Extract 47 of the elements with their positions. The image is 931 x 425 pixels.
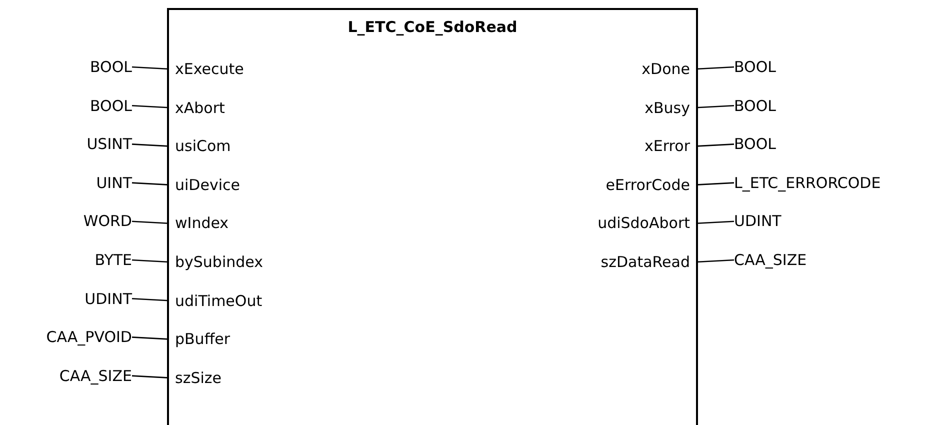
connector-line <box>132 182 170 186</box>
connector-line <box>132 104 170 108</box>
connector-line <box>696 259 734 263</box>
data-type-label: BOOL <box>734 55 924 79</box>
connector-line <box>132 259 170 263</box>
output-pin-label: szDataRead <box>496 250 696 274</box>
data-type-label: CAA_PVOID <box>10 325 132 350</box>
connector-line <box>696 144 734 147</box>
data-type-label: USINT <box>10 132 132 156</box>
data-type-label: UDINT <box>734 209 924 234</box>
input-pin-label: wIndex <box>169 211 369 236</box>
block-title: L_ETC_CoE_SdoRead <box>346 18 518 36</box>
input-pin-label: udiTimeOut <box>169 288 369 313</box>
data-type-label: BYTE <box>10 248 132 272</box>
input-pin-label: szSize <box>169 366 369 390</box>
connector-line <box>132 66 170 70</box>
output-pin-label: eErrorCode <box>496 172 696 197</box>
output-pin-label: xDone <box>496 57 696 81</box>
input-pin-label: bySubindex <box>169 250 369 274</box>
input-pin-label: pBuffer <box>169 327 369 352</box>
data-type-label: UINT <box>10 170 132 195</box>
data-type-label: L_ETC_ERRORCODE <box>734 170 924 195</box>
connector-line <box>696 182 734 186</box>
connector-line <box>132 220 170 224</box>
connector-line <box>132 336 170 340</box>
input-pin-label: uiDevice <box>169 172 369 197</box>
output-pin-label: xError <box>496 134 696 158</box>
output-pin-label: xBusy <box>496 96 696 120</box>
data-type-label: BOOL <box>734 94 924 118</box>
connector-line <box>132 144 170 147</box>
data-type-label: WORD <box>10 209 132 234</box>
input-pin-label: xExecute <box>169 57 369 81</box>
data-type-label: CAA_SIZE <box>10 364 132 388</box>
data-type-label: UDINT <box>10 286 132 311</box>
connector-line <box>696 66 734 70</box>
data-type-label: BOOL <box>10 55 132 79</box>
connector-line <box>696 220 734 224</box>
connector-line <box>696 104 734 108</box>
input-pin-label: usiCom <box>169 134 369 158</box>
data-type-label: BOOL <box>734 132 924 156</box>
input-pin-label: xAbort <box>169 96 369 120</box>
function-block <box>167 8 698 425</box>
output-pin-label: udiSdoAbort <box>496 211 696 236</box>
data-type-label: CAA_SIZE <box>734 248 924 272</box>
connector-line <box>132 375 170 378</box>
connector-line <box>132 298 170 302</box>
data-type-label: BOOL <box>10 94 132 118</box>
